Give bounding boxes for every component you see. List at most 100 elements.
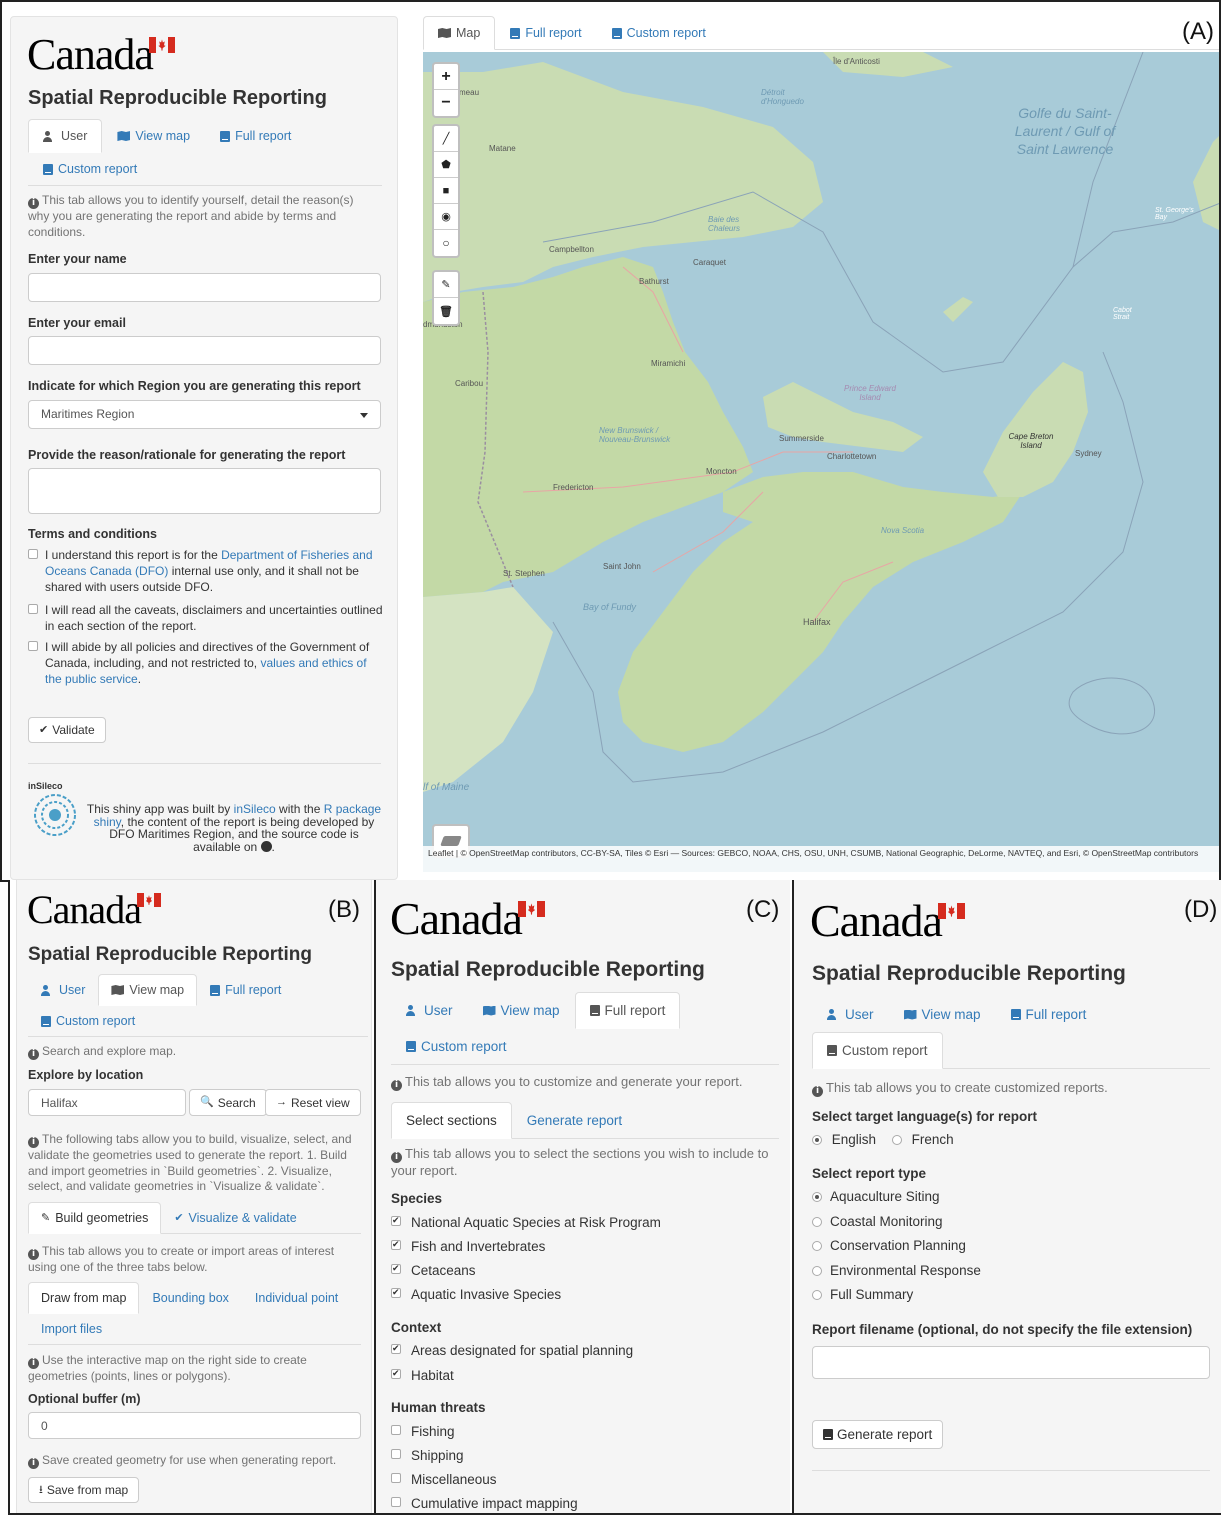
tab-custom-report[interactable]: Custom report — [597, 16, 721, 50]
tab-user[interactable]: User — [28, 119, 103, 153]
draw-marker-icon[interactable]: ◉ — [434, 204, 458, 230]
checkbox[interactable] — [391, 1342, 401, 1354]
checkbox[interactable] — [391, 1238, 401, 1250]
zoom-out-button[interactable]: − — [441, 94, 451, 111]
zoom-control: + − — [432, 62, 460, 118]
threat-checkbox[interactable]: Cumulative impact mapping — [391, 1495, 578, 1513]
tab-custom-report[interactable]: Custom report — [812, 1032, 943, 1069]
checkbox[interactable] — [391, 1449, 401, 1459]
values-ethics-link[interactable]: values and ethics of the public service — [45, 656, 367, 687]
tab-custom-report[interactable]: Custom report — [28, 152, 152, 186]
term-2-checkbox[interactable]: I will read all the caveats, disclaimers… — [28, 602, 383, 634]
shiny-link[interactable]: R package shiny — [93, 802, 382, 829]
geometry-tabs: ✎Build geometries ✔Visualize & validate — [28, 1202, 361, 1234]
report-type-option[interactable]: Coastal Monitoring — [812, 1214, 943, 1229]
species-checkbox[interactable]: Aquatic Invasive Species — [391, 1286, 561, 1304]
draw-rectangle-icon[interactable]: ■ — [434, 178, 458, 204]
radio[interactable] — [812, 1217, 822, 1227]
filename-input[interactable] — [812, 1346, 1210, 1379]
reason-textarea[interactable] — [28, 468, 381, 514]
book-icon — [510, 27, 521, 39]
name-input[interactable] — [28, 273, 381, 302]
context-checkbox[interactable]: Habitat — [391, 1367, 454, 1385]
region-select[interactable]: Maritimes Region — [28, 400, 381, 429]
radio-english[interactable] — [812, 1135, 822, 1145]
tab-full-report[interactable]: Full report — [197, 974, 294, 1006]
tab-full-report[interactable]: Full report — [205, 119, 306, 153]
dfo-link[interactable]: Department of Fisheries and Oceans Canad… — [45, 548, 373, 579]
insileco-link[interactable]: inSileco — [233, 802, 276, 816]
edit-layers-icon[interactable]: ✎ — [434, 272, 458, 298]
species-checkbox[interactable]: Fish and Invertebrates — [391, 1238, 545, 1256]
language-radios: English French — [812, 1132, 954, 1147]
place-st-stephen: St. Stephen — [503, 569, 545, 578]
report-type-option[interactable]: Full Summary — [812, 1287, 913, 1302]
species-checkbox[interactable]: Cetaceans — [391, 1262, 476, 1280]
tab-custom-report[interactable]: Custom report — [391, 1028, 522, 1065]
github-icon[interactable] — [260, 840, 272, 852]
tab-bounding-box[interactable]: Bounding box — [152, 1291, 229, 1305]
draw-polyline-icon[interactable]: ╱ — [434, 126, 458, 152]
term-3-checkbox[interactable]: I will abide by all policies and directi… — [28, 639, 383, 688]
location-search-input[interactable] — [28, 1089, 186, 1116]
email-input[interactable] — [28, 336, 381, 365]
radio-french[interactable] — [891, 1135, 902, 1145]
report-type-option[interactable]: Environmental Response — [812, 1263, 981, 1278]
species-checkbox[interactable]: National Aquatic Species at Risk Program — [391, 1214, 661, 1232]
tab-full-report[interactable]: Full report — [574, 992, 681, 1029]
reset-view-button[interactable]: →Reset view — [265, 1089, 361, 1116]
tab-full-report[interactable]: Full report — [495, 16, 596, 50]
checkbox[interactable] — [391, 1367, 401, 1379]
tab-custom-report[interactable]: Custom report — [28, 1005, 148, 1037]
checkbox[interactable] — [28, 641, 38, 651]
tab-select-sections[interactable]: Select sections — [391, 1102, 512, 1139]
checkbox[interactable] — [28, 604, 38, 614]
checkbox[interactable] — [391, 1425, 401, 1435]
tab-user[interactable]: User — [28, 974, 98, 1006]
checkbox[interactable] — [391, 1262, 401, 1274]
radio[interactable] — [812, 1241, 822, 1251]
tab-build-geometries[interactable]: ✎Build geometries — [28, 1202, 162, 1234]
threat-checkbox[interactable]: Fishing — [391, 1423, 455, 1441]
tab-view-map[interactable]: View map — [98, 974, 198, 1006]
tab-user[interactable]: User — [812, 996, 889, 1033]
checkbox[interactable] — [391, 1286, 401, 1298]
tab-import-files[interactable]: Import files — [41, 1322, 103, 1336]
tab-generate-report[interactable]: Generate report — [526, 1113, 623, 1128]
report-type-option[interactable]: Conservation Planning — [812, 1238, 966, 1253]
radio[interactable] — [812, 1266, 822, 1276]
zoom-in-button[interactable]: + — [434, 64, 458, 90]
tab-individual-point[interactable]: Individual point — [254, 1291, 339, 1305]
checkbox[interactable] — [28, 549, 38, 559]
place-moncton: Moncton — [706, 467, 737, 476]
checkbox[interactable] — [391, 1497, 401, 1507]
tab-full-report[interactable]: Full report — [996, 996, 1102, 1033]
tab-visualize-validate[interactable]: ✔Visualize & validate — [174, 1211, 297, 1225]
validate-button[interactable]: ✔Validate — [28, 717, 106, 743]
leaflet-map[interactable]: Golfe du Saint-Laurent / Gulf of Saint L… — [423, 52, 1219, 872]
checkbox[interactable] — [391, 1214, 401, 1226]
report-type-option[interactable]: Aquaculture Siting — [812, 1189, 940, 1204]
threat-checkbox[interactable]: Miscellaneous — [391, 1471, 497, 1489]
tab-map[interactable]: Map — [423, 16, 496, 50]
context-checkbox[interactable]: Areas designated for spatial planning — [391, 1342, 633, 1360]
tab-user[interactable]: User — [391, 992, 468, 1029]
delete-layers-icon[interactable]: 🗑 — [439, 305, 453, 318]
tab-view-map[interactable]: View map — [468, 992, 575, 1029]
tab-view-map[interactable]: View map — [889, 996, 996, 1033]
radio[interactable] — [812, 1290, 822, 1300]
tab-draw-from-map[interactable]: Draw from map — [28, 1282, 140, 1314]
checkbox[interactable] — [391, 1473, 401, 1483]
draw-circle-icon[interactable]: ○ — [442, 236, 450, 250]
threat-checkbox[interactable]: Shipping — [391, 1447, 464, 1465]
generate-report-button[interactable]: Generate report — [812, 1420, 944, 1449]
species-title: Species — [391, 1191, 443, 1206]
term-1-checkbox[interactable]: I understand this report is for the Depa… — [28, 547, 383, 596]
save-from-map-button[interactable]: ⭳Save from map — [28, 1477, 140, 1503]
buffer-input[interactable] — [28, 1412, 361, 1439]
radio[interactable] — [812, 1192, 822, 1202]
tab-view-map[interactable]: View map — [102, 119, 205, 153]
draw-polygon-icon[interactable]: ⬟ — [434, 152, 458, 178]
search-button[interactable]: 🔍Search — [189, 1089, 267, 1116]
